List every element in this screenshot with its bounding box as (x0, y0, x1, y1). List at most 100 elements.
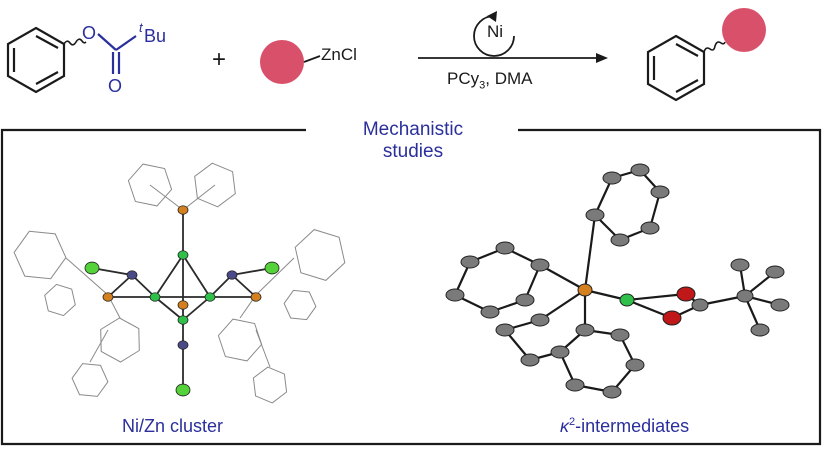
carbon-atom (625, 358, 645, 372)
right-caption: κ2-intermediates (560, 416, 689, 437)
carbon-atom (630, 163, 650, 177)
cluster-atom (177, 250, 189, 260)
cluster-atom (177, 340, 189, 350)
kappa2-intermediate-atoms (445, 163, 790, 399)
carbon-atom (650, 185, 670, 199)
cluster-atom (149, 292, 161, 302)
cluster-bond (154, 296, 184, 321)
cyclohexyl-wireframe (44, 283, 76, 317)
carbon-atom (530, 258, 550, 272)
cluster-atom (102, 292, 114, 302)
carbon-atom (730, 258, 750, 272)
carbon-atom (750, 323, 770, 337)
cluster-atom (177, 315, 189, 325)
carbon-atom (575, 323, 595, 337)
right-caption-kappa: κ (560, 416, 569, 436)
catalyst-label: Ni (487, 22, 504, 41)
kappa2-bond (626, 292, 687, 302)
carbon-atom (445, 288, 465, 302)
ni-zn-cluster-ligands (13, 162, 346, 404)
coupling-partner-sphere (260, 40, 304, 84)
cyclohexyl-wireframe (71, 363, 109, 397)
cyclohexyl-wireframe (100, 317, 140, 363)
carbon-atom (610, 328, 630, 342)
cyclohexyl-wireframe (127, 163, 173, 207)
reaction-arrowhead (596, 53, 608, 63)
mechanistic-panel-frame (0, 128, 822, 446)
kappa2-bond (539, 289, 586, 321)
cluster-bond (107, 274, 133, 298)
panel-title: Mechanistic studies (318, 119, 508, 163)
reactant-phenyl-ring (6, 26, 66, 94)
cyclohexyl-wireframe (217, 318, 263, 362)
cluster-bond (182, 254, 211, 298)
tbu-prefix-label: t (139, 20, 143, 35)
carbon-atom (602, 171, 622, 185)
carbon-atom (610, 233, 630, 247)
ester-oxygen-label: O (82, 23, 97, 43)
kappa2-intermediate-bonds (453, 168, 781, 394)
oxygen-atom (662, 310, 682, 326)
kappa2-bond (583, 214, 597, 291)
ligand-bond (149, 184, 184, 211)
carbon-atom (640, 221, 660, 235)
carbon-atom (765, 265, 785, 279)
phosphorus-atom (577, 283, 593, 297)
carbon-atom (565, 378, 585, 392)
zncl-label: ZnCl (321, 45, 357, 64)
cluster-bond (154, 254, 184, 298)
ligand-bond (182, 184, 216, 211)
panel-title-line2: studies (382, 141, 444, 162)
zncl-bond (303, 55, 321, 63)
oxygen-atom (676, 286, 696, 302)
conditions-label: PCy3, DMA (447, 69, 532, 91)
plus-sign: + (212, 46, 227, 73)
product-phenyl-ring (646, 34, 706, 102)
cyclohexyl-wireframe (194, 162, 236, 208)
cyclohexyl-wireframe (294, 229, 346, 281)
pivalate-group (97, 33, 137, 74)
kappa2-bond (539, 264, 586, 291)
carbon-atom (495, 323, 515, 337)
carbon-atom (736, 289, 754, 303)
ligand-bond (255, 329, 271, 368)
cluster-bond (209, 274, 233, 298)
cluster-atom (264, 261, 280, 275)
cluster-atom (226, 270, 238, 280)
carbon-atom (460, 255, 480, 269)
right-caption-text: -intermediates (575, 416, 690, 436)
conditions-subscript: 3 (479, 79, 486, 92)
cyclohexyl-wireframe (13, 230, 67, 280)
cluster-bond (131, 274, 156, 298)
cluster-bond (182, 296, 211, 321)
ligand-bond (65, 257, 109, 296)
reactant-wavy-bond (63, 38, 87, 46)
nickel-atom (619, 293, 635, 307)
product-coupled-sphere (722, 8, 766, 52)
carbon-atom (530, 313, 550, 327)
cyclohexyl-wireframe (252, 366, 288, 404)
cluster-atom (177, 205, 189, 215)
left-caption: Ni/Zn cluster (122, 416, 224, 436)
catalyst-cycle-arrowhead (487, 11, 497, 22)
ligand-bond (255, 257, 295, 296)
carbon-atom (770, 298, 790, 312)
cluster-atom (126, 270, 138, 280)
carbon-atom (691, 298, 709, 312)
carbon-atom (480, 305, 500, 319)
ligand-bond (89, 329, 109, 363)
conditions-solvent: , DMA (485, 69, 533, 88)
catalyst-cycle-icon (473, 15, 515, 57)
cluster-atom (250, 292, 262, 302)
carbon-atom (495, 241, 515, 255)
carbon-atom (550, 345, 570, 359)
carbon-atom (520, 353, 540, 367)
carbon-atom (602, 385, 622, 399)
cluster-atom (177, 300, 189, 310)
cluster-bond (231, 274, 257, 298)
product-wavy-bond (703, 41, 726, 53)
conditions-reagent: PCy (447, 69, 480, 88)
cluster-atom (204, 292, 216, 302)
